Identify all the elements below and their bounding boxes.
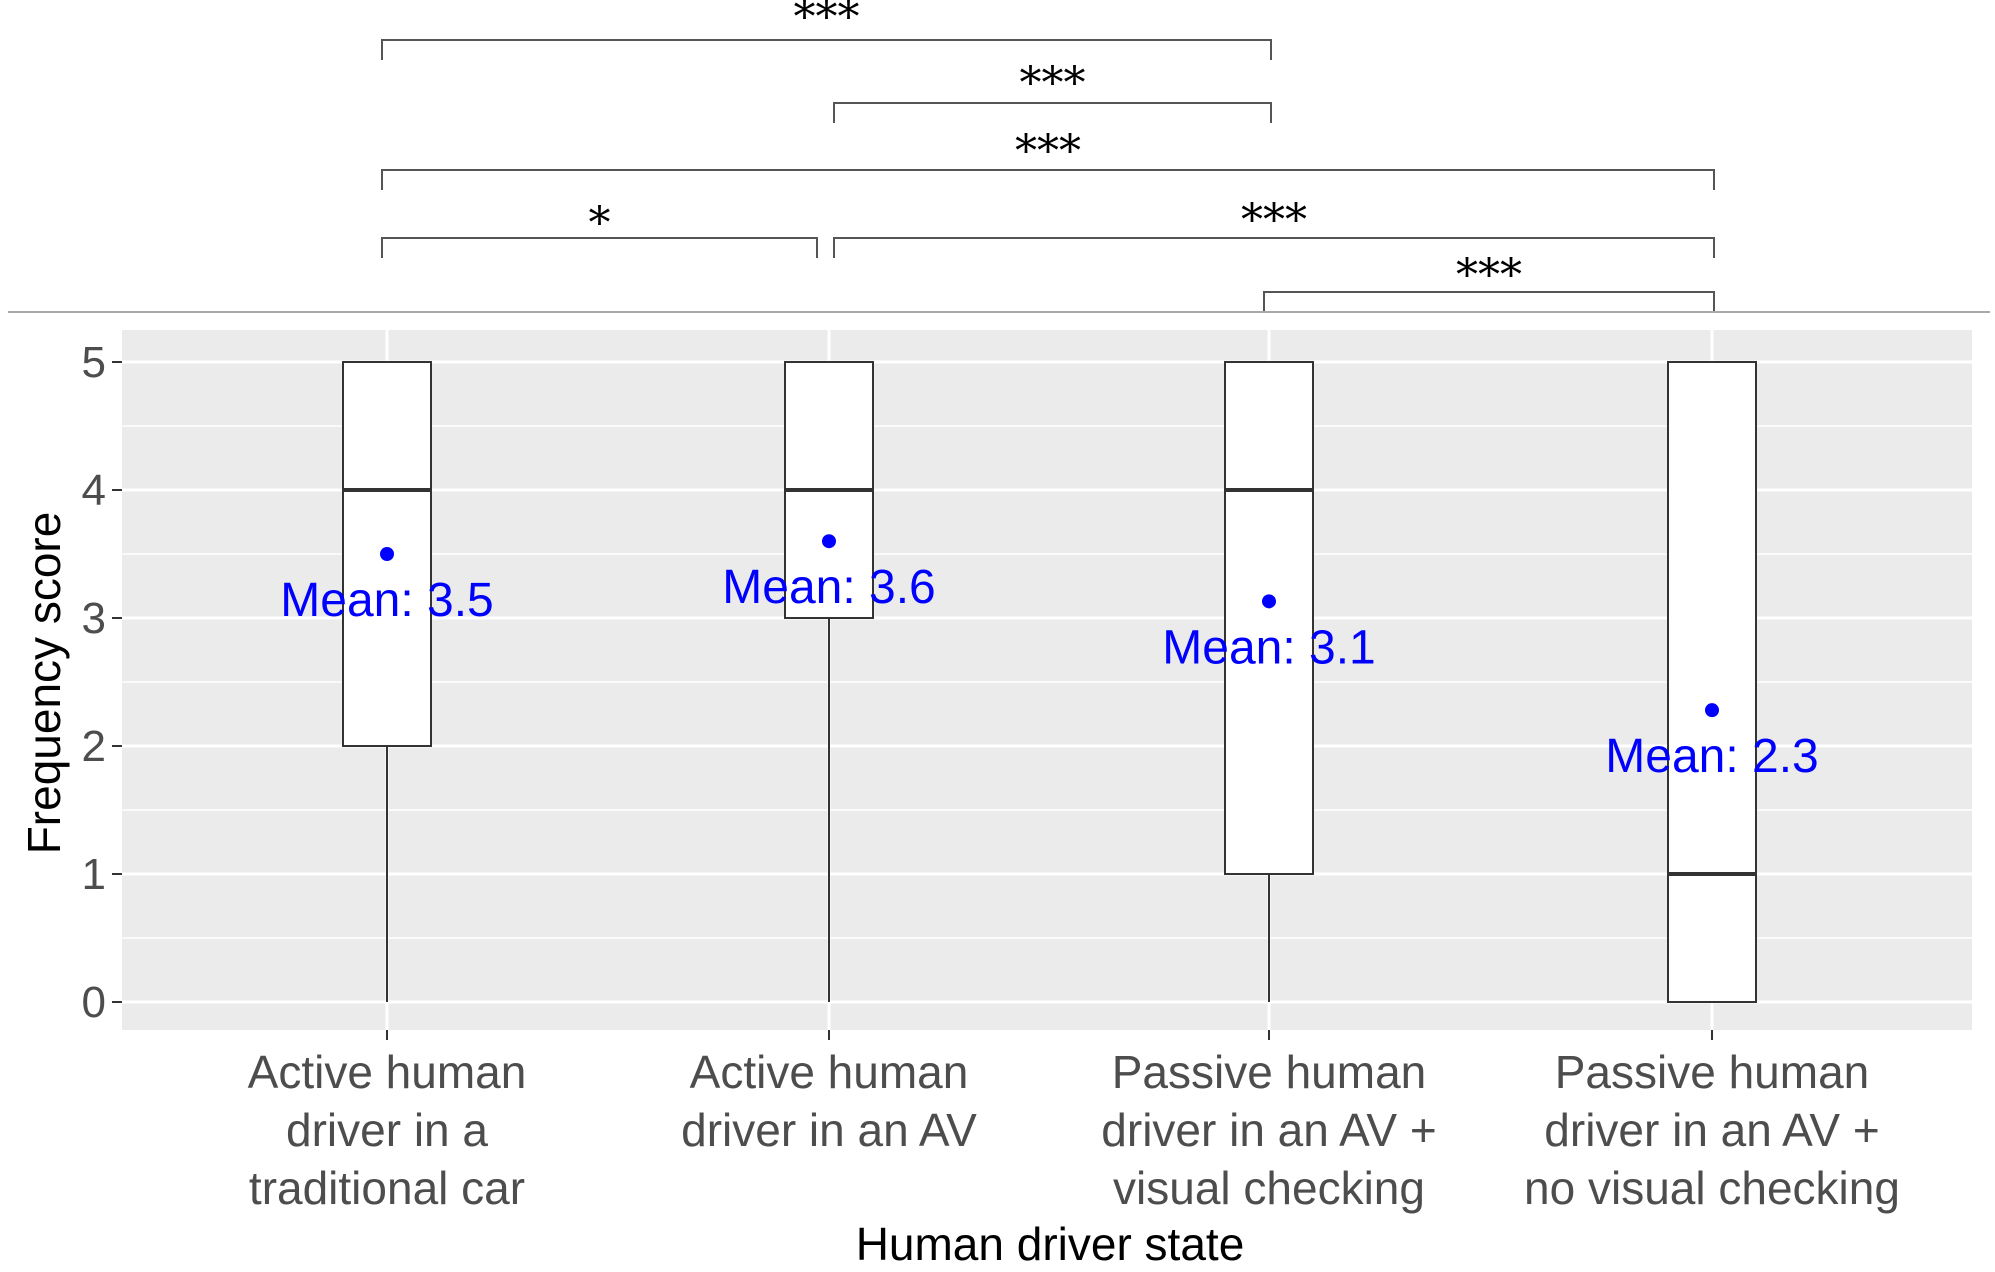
mean-point <box>822 534 836 549</box>
significance-bracket: *** <box>381 0 1272 60</box>
y-tick-label: 5 <box>82 338 106 387</box>
bracket-line <box>833 102 1272 123</box>
y-tick-label: 1 <box>82 850 106 899</box>
significance-label: *** <box>1015 126 1081 177</box>
significance-label: *** <box>1020 58 1086 109</box>
x-tick-label: Passive human driver in an AV + visual che… <box>1101 1046 1436 1214</box>
x-tick-label-line: Passive human <box>1555 1046 1870 1098</box>
y-tick-label: 0 <box>82 978 106 1027</box>
x-tick-label-line: Passive human <box>1112 1046 1427 1098</box>
mean-label: Mean: 3.6 <box>722 561 935 614</box>
box-iqr <box>1667 361 1757 1003</box>
significance-bracket: * <box>381 198 818 258</box>
significance-label: *** <box>794 0 860 43</box>
mean-label: Mean: 3.1 <box>1162 621 1375 674</box>
x-tick-label: Active human driver in a traditional car <box>248 1046 527 1214</box>
mean-label: Mean: 2.3 <box>1605 730 1818 783</box>
significance-bracket: *** <box>381 126 1715 190</box>
x-tick-label-line: driver in an AV <box>681 1104 977 1156</box>
x-tick-label-line: Active human <box>248 1046 527 1098</box>
x-tick-label-line: Active human <box>690 1046 969 1098</box>
bracket-line <box>833 237 1715 258</box>
significance-label: * <box>589 198 611 249</box>
significance-bracket: *** <box>833 195 1715 258</box>
x-tick-label-line: driver in a <box>286 1104 488 1156</box>
mean-point <box>380 547 394 561</box>
y-axis-title: Frequency score <box>18 512 70 855</box>
significance-bracket: *** <box>1263 250 1715 312</box>
box-group: Mean: 3.1 <box>1162 361 1376 1002</box>
bracket-line <box>381 39 1272 60</box>
significance-label: *** <box>1456 250 1522 301</box>
y-tick-label: 4 <box>82 466 106 515</box>
x-axis-title: Human driver state <box>856 1218 1245 1270</box>
mean-label: Mean: 3.5 <box>280 574 493 627</box>
mean-point <box>1262 594 1276 609</box>
x-tick-label-line: driver in an AV + <box>1101 1104 1436 1156</box>
bracket-line <box>381 169 1715 190</box>
significance-brackets: **************** <box>8 0 1990 313</box>
x-tick-label-line: no visual checking <box>1524 1162 1900 1214</box>
x-tick-label-line: traditional car <box>249 1162 525 1214</box>
bracket-line <box>381 237 818 258</box>
x-tick-label: Passive human driver in an AV + no visual … <box>1524 1046 1900 1214</box>
y-tick-label: 2 <box>82 722 106 771</box>
bracket-line <box>1263 291 1715 312</box>
box-iqr <box>1224 361 1314 875</box>
significance-label: *** <box>1241 195 1307 246</box>
y-tick-label: 3 <box>82 594 106 643</box>
box-group: Mean: 3.5 <box>280 361 494 1002</box>
x-tick-label-line: driver in an AV + <box>1544 1104 1879 1156</box>
box-group: Mean: 2.3 <box>1605 361 1819 1003</box>
x-tick-label: Active human driver in an AV <box>681 1046 977 1156</box>
mean-point <box>1705 703 1719 718</box>
box-group: Mean: 3.6 <box>722 361 936 1002</box>
significance-bracket: *** <box>833 58 1272 123</box>
x-tick-label-line: visual checking <box>1113 1162 1425 1214</box>
